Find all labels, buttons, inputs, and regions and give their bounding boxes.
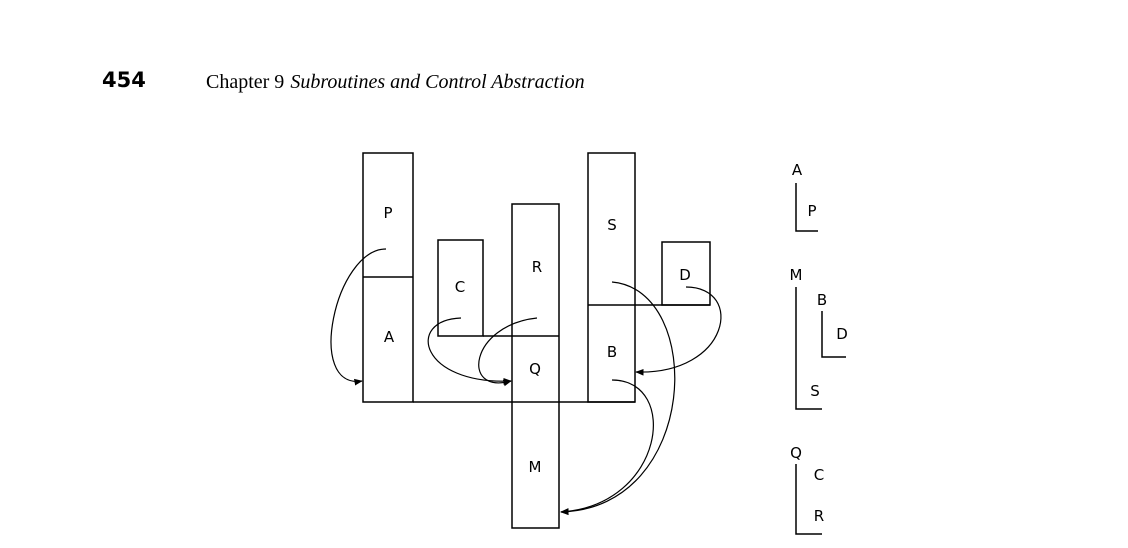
- tree-2-root: M: [790, 266, 803, 284]
- block-column-sb: [587, 152, 636, 403]
- arrow-p-to-a: [330, 248, 387, 386]
- block-c: [437, 239, 484, 337]
- tree-3-edges: [795, 464, 822, 535]
- tree-2-child-s: S: [810, 382, 820, 400]
- tree-1-edges: [795, 183, 818, 232]
- block-d-label: D: [679, 266, 691, 284]
- arrow-s-to-m: [560, 281, 676, 516]
- arrow-c-to-q: [427, 317, 512, 385]
- block-column-rqm: [511, 203, 560, 529]
- block-r-label: R: [532, 258, 542, 276]
- page-number: 454: [102, 68, 146, 92]
- block-m-label: M: [529, 458, 542, 476]
- tree-1-child: P: [807, 202, 816, 220]
- tree-1-root: A: [792, 161, 803, 179]
- tree-2-grandchild-d: D: [836, 325, 848, 343]
- arrow-d-to-b: [635, 286, 722, 376]
- arrow-b-to-m: [560, 379, 654, 515]
- block-q-label: Q: [529, 360, 541, 378]
- chapter-title: Subroutines and Control Abstraction: [290, 71, 585, 93]
- block-s-label: S: [607, 216, 617, 234]
- arrow-r-to-q: [478, 317, 538, 387]
- block-b-label: B: [607, 343, 617, 361]
- chapter-label: Chapter 9: [206, 71, 285, 93]
- tree-2-subtree-edges: [821, 311, 846, 358]
- tree-2-child-b: B: [817, 291, 827, 309]
- tree-3-child-c: C: [814, 466, 824, 484]
- tree-3-child-r: R: [814, 507, 824, 525]
- block-c-label: C: [455, 278, 465, 296]
- tree-3-root: Q: [790, 444, 802, 462]
- block-p-label: P: [383, 204, 392, 222]
- block-a-label: A: [384, 328, 395, 346]
- tree-2-edges: [795, 287, 822, 410]
- block-d: [661, 241, 711, 306]
